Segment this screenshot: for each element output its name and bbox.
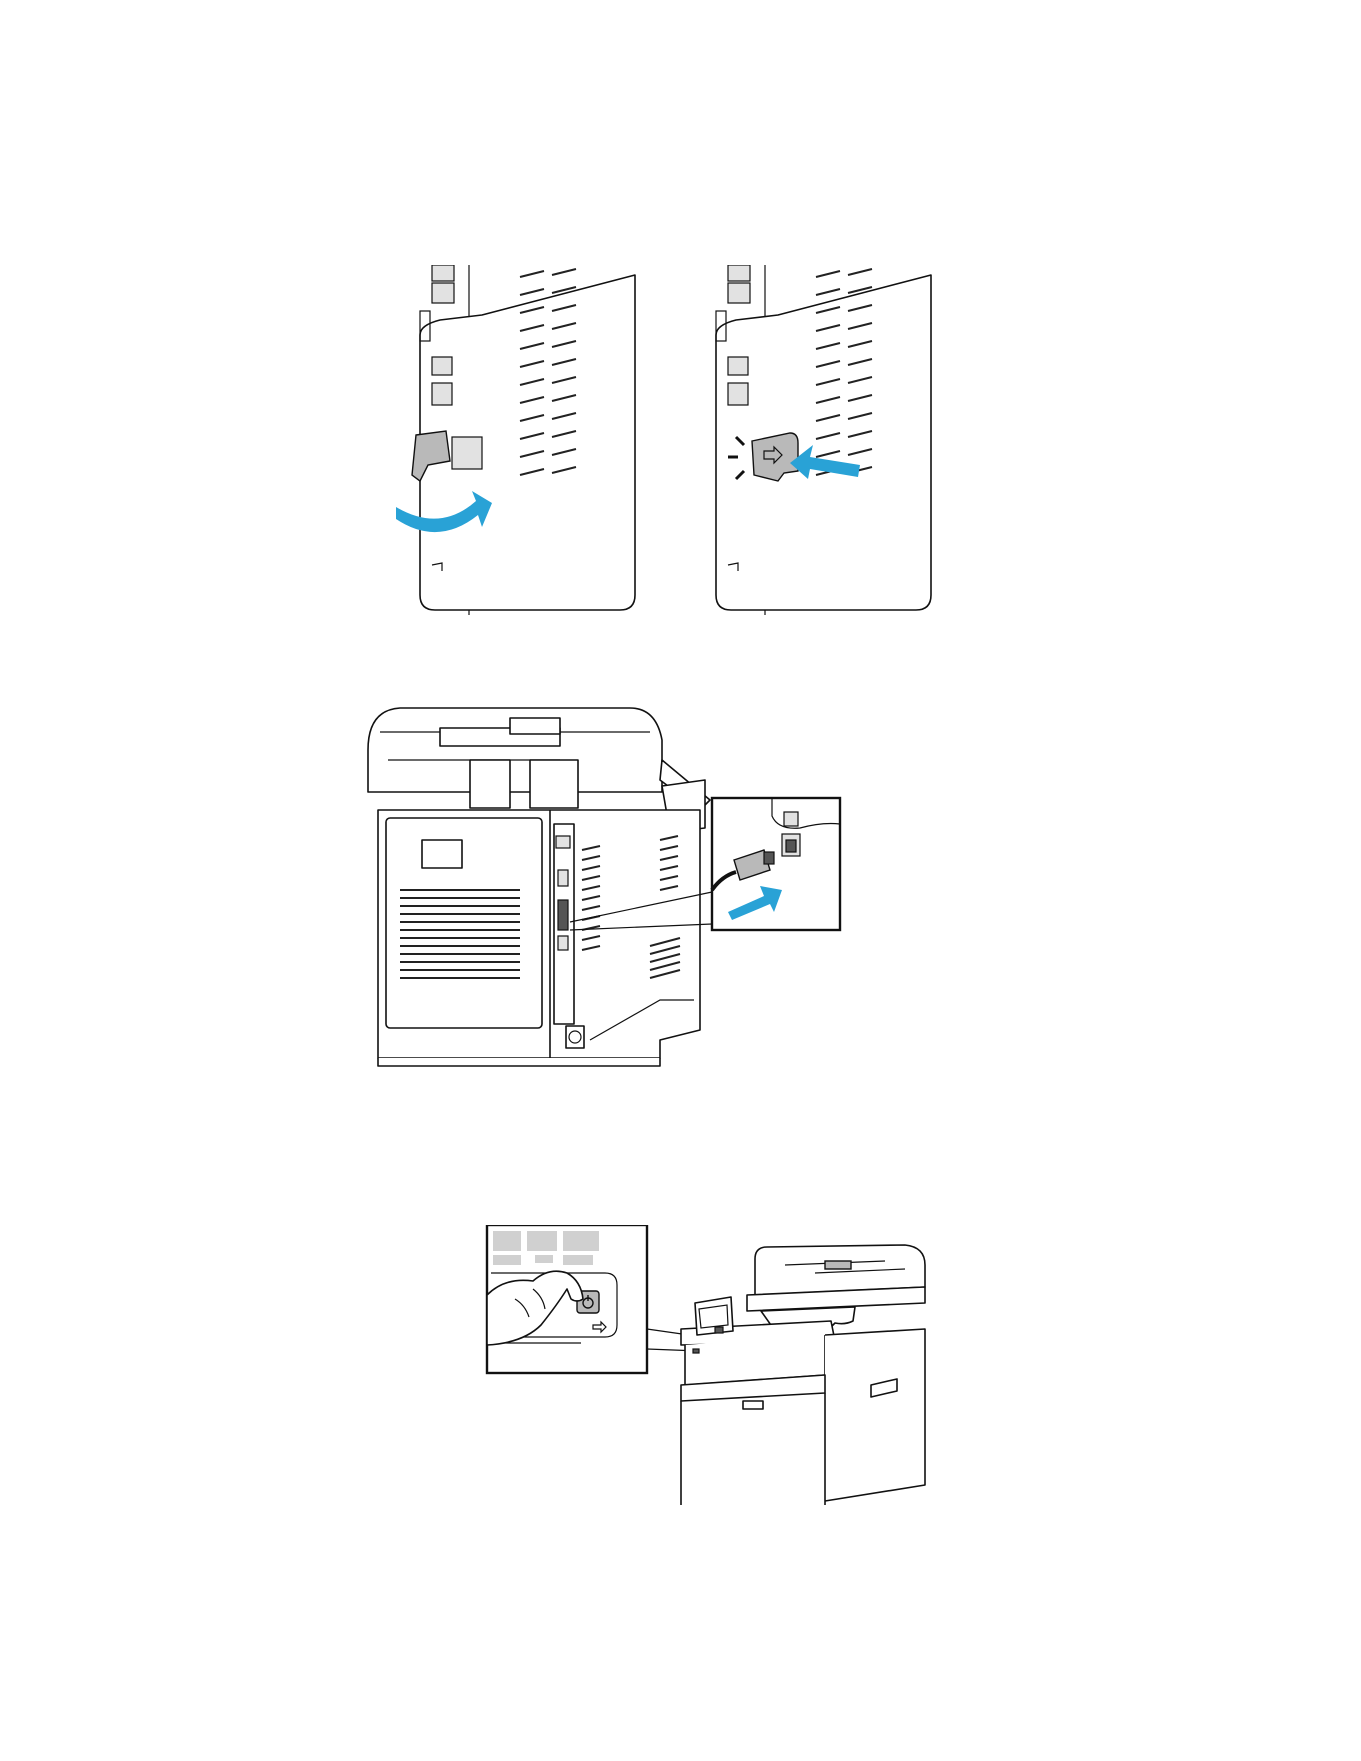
printer-front-view [681, 1245, 925, 1505]
rear-panel-closed-cover [716, 265, 931, 615]
printer-rear-view [368, 708, 710, 1066]
rear-panel-open-cover [396, 265, 635, 615]
power-on-figure [485, 1225, 965, 1505]
power-button-inset [487, 1225, 647, 1373]
connect-ethernet-figure [360, 700, 960, 1130]
ethernet-inset [712, 798, 840, 930]
rear-panel-figure [380, 265, 1000, 625]
